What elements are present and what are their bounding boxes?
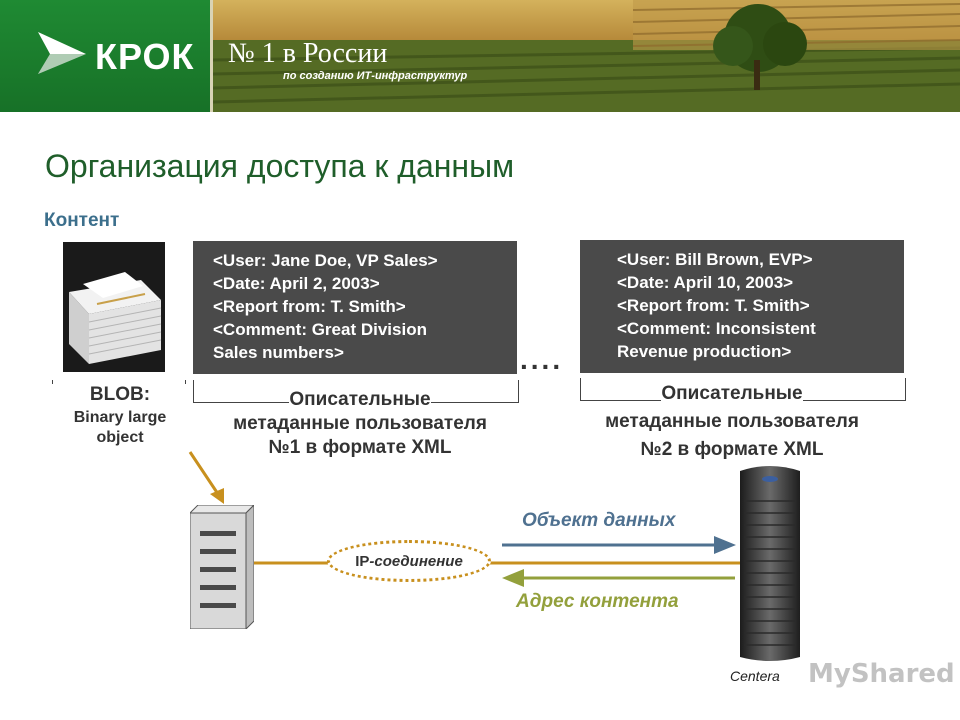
arrowhead [502,569,524,587]
arrowhead [714,536,736,554]
metadata-line: <Date: April 10, 2003> [617,273,794,292]
metadata-line: <User: Jane Doe, VP Sales> [213,251,438,270]
field-image-icon [213,0,960,112]
metadata-line: <Report from: T. Smith> [213,297,406,316]
slogan-main: № 1 в России [228,38,388,69]
caption-line: метаданные пользователя [605,411,859,432]
blob-subtitle-line: object [96,429,144,446]
centera-label: Centera [730,668,780,684]
blob-to-server-arrow [188,451,220,495]
metadata-line: <Comment: Inconsistent [617,319,816,338]
metadata1-caption: Описательные метаданные пользователя №1 … [190,388,530,460]
ellipsis: .... [520,344,564,375]
centera-storage-icon [740,466,800,661]
metadata-box-1: <User: Jane Doe, VP Sales> <Date: April … [193,241,517,374]
ip-suffix: -соединение [369,552,463,570]
caption-line: метаданные пользователя [233,413,487,434]
data-object-label: Объект данных [522,510,676,531]
blob-subtitle-line: Binary large [73,409,167,426]
metadata-line: <Comment: Great Division [213,320,427,339]
arrowhead [210,488,224,504]
ip-prefix: IP [355,552,370,570]
content-address-label: Адрес контента [516,591,679,612]
watermark: MyShared [808,659,955,689]
blob-subtitle: Binary large object [52,408,188,448]
content-label: Контент [44,210,120,231]
croc-logo-icon [38,32,86,74]
slogan-sub: по созданию ИТ-инфраструктур [283,70,468,82]
blob-title: BLOB: [52,384,188,406]
logo-text: КРОК [95,36,195,77]
metadata-line: <User: Bill Brown, EVP> [617,250,813,269]
metadata-line: <Report from: T. Smith> [617,296,810,315]
ip-connection-label: IP-соединение [327,540,491,582]
metadata-line: Sales numbers> [213,343,344,362]
logo-area [0,0,210,112]
metadata-line: <Date: April 2, 2003> [213,274,380,293]
caption-line: №1 в формате XML [268,437,452,458]
server-icon [190,505,254,629]
metadata2-caption: Описательные метаданные пользователя №2 … [566,380,898,464]
caption-line: №2 в формате XML [640,439,824,460]
caption-line: Описательные [661,380,803,408]
field-photo [213,0,960,112]
slide-title: Организация доступа к данным [45,148,515,184]
paper-stack-icon [63,242,165,372]
caption-line: Описательные [289,388,431,412]
header-divider [210,0,213,112]
metadata-box-2: <User: Bill Brown, EVP> <Date: April 10,… [580,240,904,373]
metadata-line: Revenue production> [617,342,792,361]
